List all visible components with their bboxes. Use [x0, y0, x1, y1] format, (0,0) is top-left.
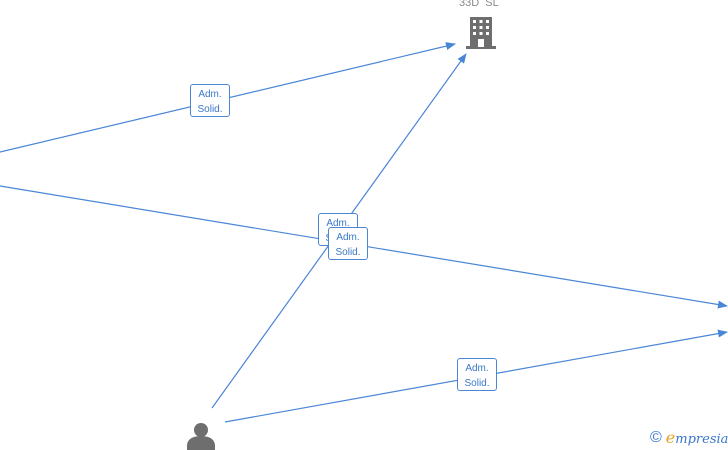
edge-label-line2: Solid. — [464, 378, 490, 389]
edge-label-adm-solid[interactable]: Adm. Solid. — [457, 358, 497, 391]
edge-label-line2: Solid. — [335, 247, 361, 258]
edge-label-line1: Adm. — [465, 363, 489, 374]
brand-rest: mpresia — [675, 432, 728, 447]
edge-label-adm-solid[interactable]: Adm. Solid. — [190, 84, 230, 117]
empresia-watermark: © empresia — [650, 428, 728, 447]
edge-label-adm-solid[interactable]: Adm. Solid. — [328, 227, 368, 260]
person-icon[interactable] — [187, 423, 215, 450]
edge-label-line1: Adm. — [336, 232, 360, 243]
edge-label-line2: Solid. — [197, 104, 223, 115]
copyright-symbol: © — [650, 428, 662, 446]
edge-label-line1: Adm. — [198, 89, 222, 100]
edge-label-line1: Adm. — [326, 218, 350, 229]
building-icon[interactable] — [466, 17, 496, 49]
company-node-label: 33D SL — [459, 0, 499, 9]
brand-initial: e — [665, 428, 676, 447]
brand-logo: empresia — [666, 428, 728, 447]
